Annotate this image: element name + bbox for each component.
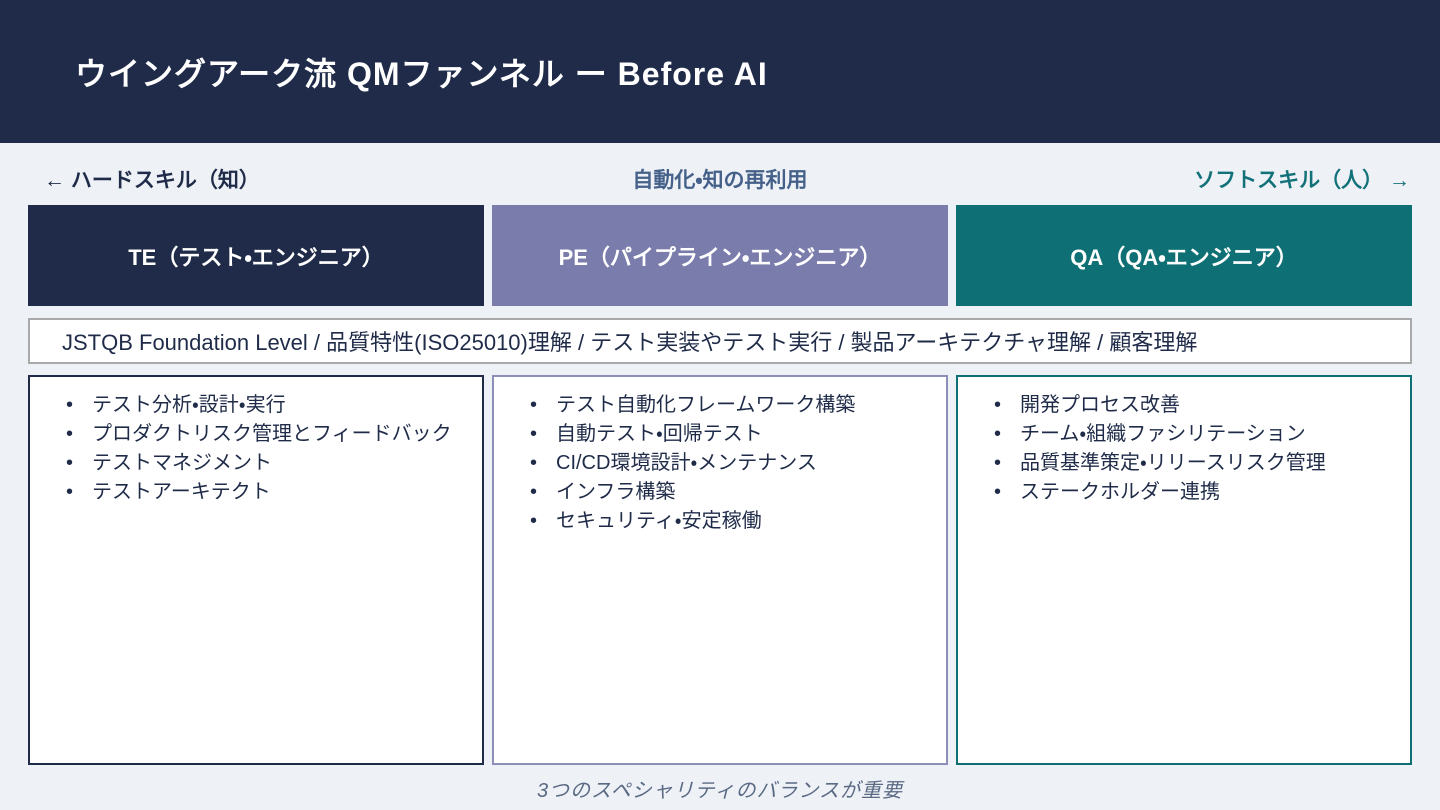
list-item: ステークホルダー連携 [992, 478, 1392, 507]
axis-label-automation: 自動化・知の再利用 [632, 169, 808, 192]
list-item: セキュリティ・安定稼働 [528, 507, 928, 536]
bottom-caption: 3つのスペシャリティのバランスが重要 [536, 780, 904, 802]
role-header-pe: PE（パイプライン・エンジニア） [492, 205, 948, 306]
skill-list-qa: 開発プロセス改善 チーム・組織ファシリテーション 品質基準策定・リリースリスク管… [956, 375, 1412, 765]
skill-list-pe: テスト自動化フレームワーク構築 自動テスト・回帰テスト CI/CD環境設計・メン… [492, 375, 948, 765]
skill-list: 開発プロセス改善 チーム・組織ファシリテーション 品質基準策定・リリースリスク管… [958, 391, 1410, 507]
list-item: テストマネジメント [64, 449, 464, 478]
skill-list: テスト分析・設計・実行 プロダクトリスク管理とフィードバック テストマネジメント… [30, 391, 482, 507]
list-item: チーム・組織ファシリテーション [992, 420, 1392, 449]
list-item: プロダクトリスク管理とフィードバック [64, 420, 464, 449]
skill-list-te: テスト分析・設計・実行 プロダクトリスク管理とフィードバック テストマネジメント… [28, 375, 484, 765]
list-item: 品質基準策定・リリースリスク管理 [992, 449, 1392, 478]
axis-label-soft-skill: ソフトスキル（人） → [1194, 169, 1410, 192]
list-item: 開発プロセス改善 [992, 391, 1392, 420]
page-title: ウイングアーク流 QMファンネル ー Before AI [75, 55, 768, 92]
common-skill-band-text: JSTQB Foundation Level / 品質特性(ISO25010)理… [62, 330, 1198, 355]
common-skill-band: JSTQB Foundation Level / 品質特性(ISO25010)理… [28, 318, 1412, 364]
list-item: テスト分析・設計・実行 [64, 391, 464, 420]
list-item: テストアーキテクト [64, 478, 464, 507]
skill-list: テスト自動化フレームワーク構築 自動テスト・回帰テスト CI/CD環境設計・メン… [494, 391, 946, 536]
list-item: インフラ構築 [528, 478, 928, 507]
list-item: テスト自動化フレームワーク構築 [528, 391, 928, 420]
axis-label-hard-skill: ← ハードスキル（知） [44, 169, 260, 192]
slide-header: ウイングアーク流 QMファンネル ー Before AI [0, 0, 1440, 143]
list-item: 自動テスト・回帰テスト [528, 420, 928, 449]
role-header-te: TE（テスト・エンジニア） [28, 205, 484, 306]
list-item: CI/CD環境設計・メンテナンス [528, 449, 928, 478]
role-header-qa: QA（QA・エンジニア） [956, 205, 1412, 306]
